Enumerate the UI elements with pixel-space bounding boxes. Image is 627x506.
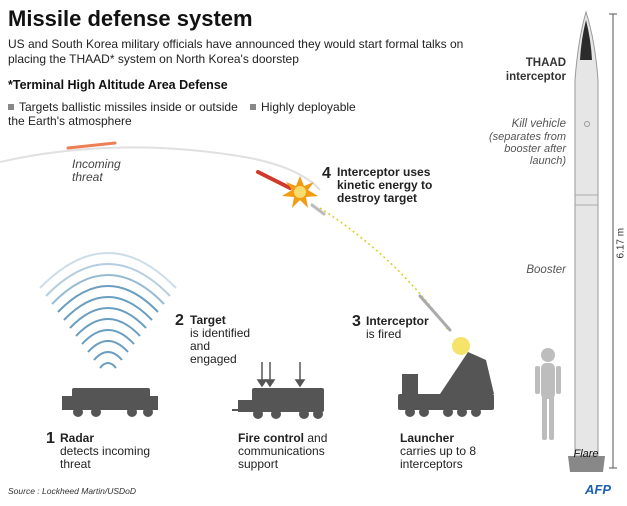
launcher-truck-icon	[398, 352, 494, 417]
incoming-missile-streak	[66, 141, 117, 150]
step-3-title: Interceptor	[366, 314, 429, 328]
step-1-number: 1	[46, 430, 55, 447]
page-title: Missile defense system	[8, 6, 253, 31]
thaad-interceptor-icon	[568, 10, 605, 472]
fire-control-text: Fire control and communications support	[238, 432, 348, 471]
bullet-square-icon	[8, 104, 14, 110]
bullet-square-icon	[250, 104, 256, 110]
human-silhouette-icon	[535, 348, 561, 440]
afp-logo: AFP	[585, 482, 611, 497]
step-2-desc: is identified and engaged	[190, 326, 251, 366]
interceptor-trajectory	[319, 207, 449, 331]
antenna-arrows-icon	[256, 362, 306, 388]
step-4-number: 4	[322, 165, 331, 182]
launcher-desc: carries up to 8 interceptors	[400, 444, 477, 471]
launcher-title: Launcher	[400, 431, 455, 445]
fire-control-title: Fire control	[238, 431, 305, 445]
fired-interceptor-icon	[418, 294, 452, 332]
incoming-threat-label: Incoming threat	[72, 157, 121, 184]
bullet-text: Targets ballistic missiles inside or out…	[8, 100, 238, 128]
step-4-title: Interceptor uses kinetic energy to destr…	[337, 165, 433, 205]
bullet-deployable: Highly deployable	[250, 100, 410, 114]
subtitle: US and South Korea military officials ha…	[8, 37, 464, 66]
step-2-number: 2	[175, 312, 184, 329]
height-label: 6.17 m	[615, 227, 627, 259]
radar-truck-icon	[62, 388, 158, 417]
booster-label: Booster	[526, 264, 566, 276]
flare-label: Flare	[573, 448, 599, 460]
incoming-warhead-icon	[256, 170, 292, 190]
step-3-number: 3	[352, 313, 361, 330]
kill-vehicle-note: (separates from booster after launch)	[488, 131, 566, 167]
thaad-interceptor-label: THAAD interceptor	[505, 57, 566, 83]
step-2-title: Target	[190, 313, 226, 327]
threat-trajectory	[0, 146, 321, 191]
thaad-definition: *Terminal High Altitude Area Defense	[8, 78, 228, 92]
height-dimension-line	[609, 13, 617, 469]
step-3-desc: is fired	[366, 327, 402, 341]
bullet-targets: Targets ballistic missiles inside or out…	[8, 100, 238, 128]
explosion-icon	[282, 176, 318, 208]
fire-control-desc: and communications support	[238, 431, 328, 471]
kill-vehicle-label: Kill vehicle	[511, 118, 566, 130]
step-4-text: Interceptor uses kinetic energy to destr…	[337, 166, 455, 205]
radar-waves-icon	[39, 252, 177, 369]
bullet-text: Highly deployable	[261, 100, 356, 114]
source-credit: Source : Lockheed Martin/USDoD	[8, 486, 137, 496]
interceptor-missile-icon	[310, 203, 326, 216]
step-1-desc: detects incoming threat	[60, 444, 151, 471]
fire-control-truck-icon	[232, 388, 324, 419]
step-1-title: Radar	[60, 431, 95, 445]
launch-flash-icon	[452, 337, 470, 355]
